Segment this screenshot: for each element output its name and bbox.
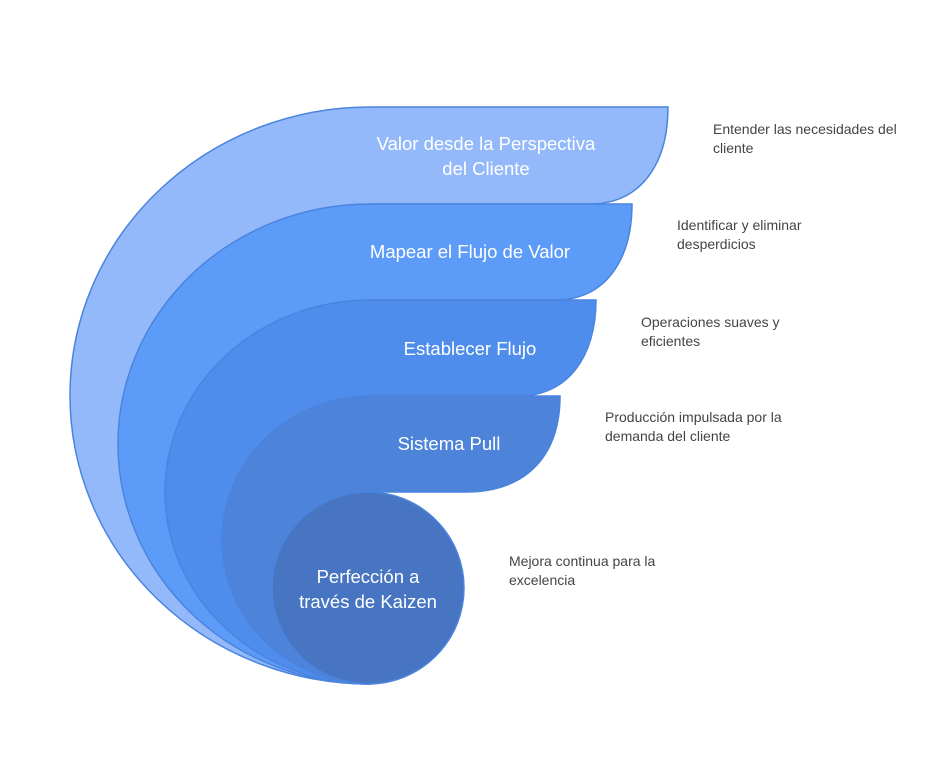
stage-5-title-line-2: través de Kaizen xyxy=(299,591,437,612)
stage-5-core-circle xyxy=(271,491,465,685)
stage-3-description: Operaciones suaves y eficientes xyxy=(641,314,780,349)
stage-4-title: Sistema Pull xyxy=(398,433,501,454)
stage-1-title: Valor desde la Perspectiva xyxy=(377,133,596,154)
stage-5-description: Mejora continua para la excelencia xyxy=(509,553,656,588)
stage-3-title: Establecer Flujo xyxy=(404,338,537,359)
stage-4-description: Producción impulsada por la demanda del … xyxy=(605,409,782,444)
stage-1-description: Entender las necesidades del cliente xyxy=(713,121,897,156)
stage-1-title-line-2: del Cliente xyxy=(442,158,529,179)
stage-5-title: Perfección a xyxy=(317,566,421,587)
stage-2-title: Mapear el Flujo de Valor xyxy=(370,241,570,262)
stage-2-description: Identificar y eliminar desperdicios xyxy=(677,217,802,252)
